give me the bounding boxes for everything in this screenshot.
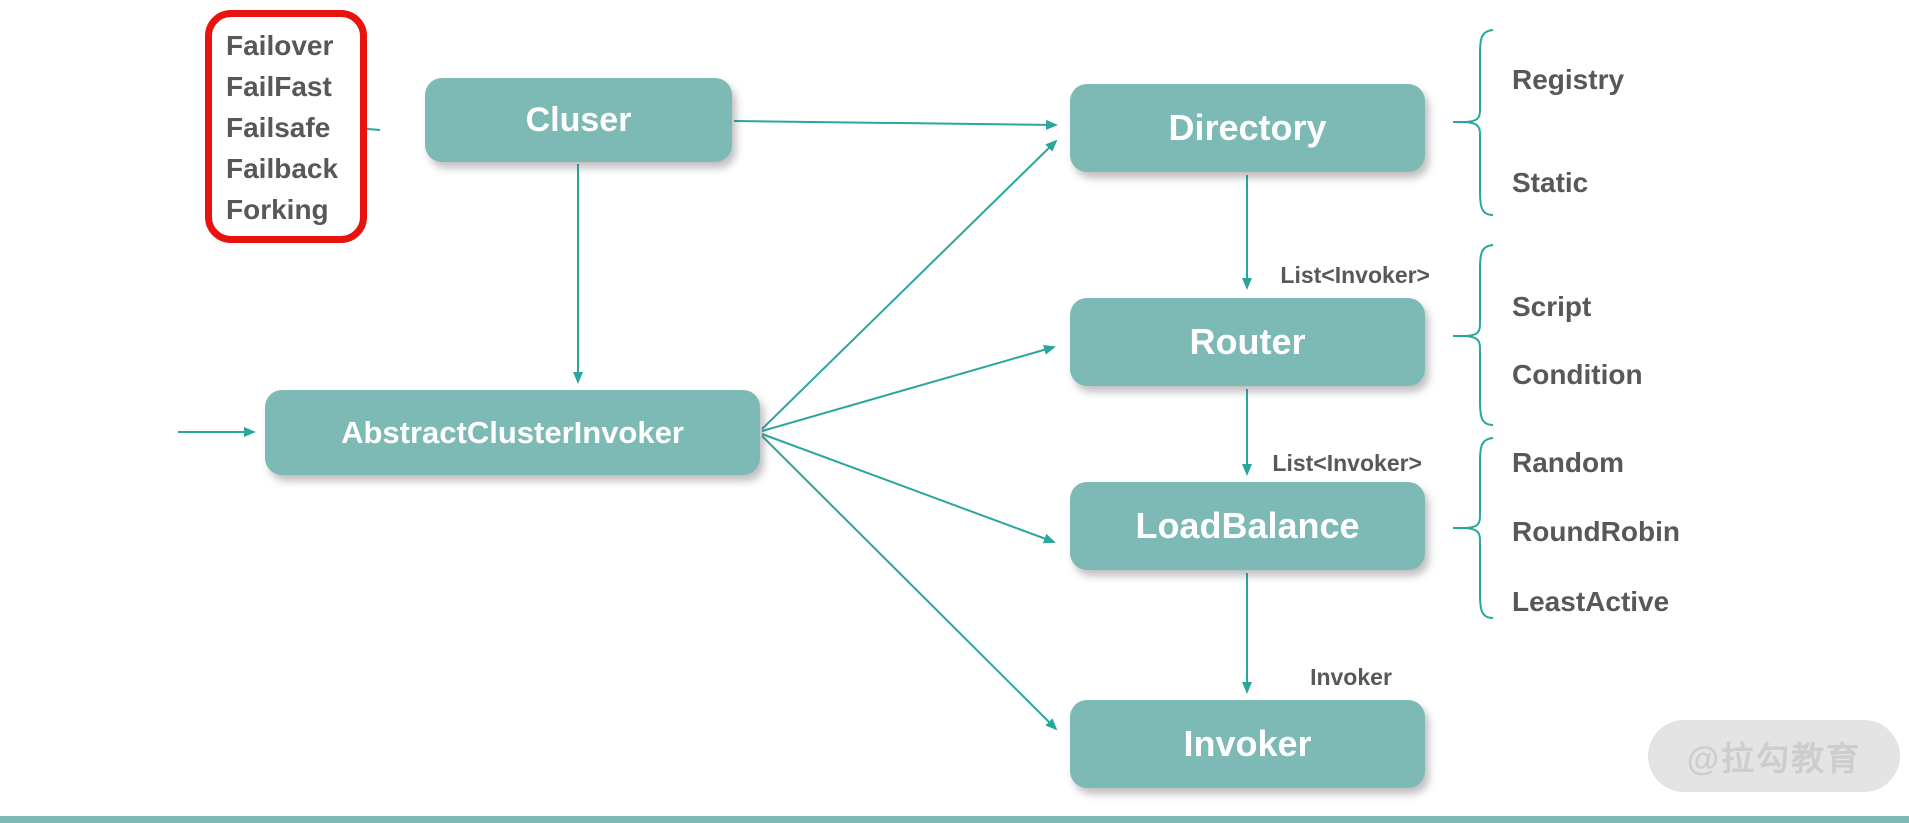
arrow-aci-to-loadbalance bbox=[761, 433, 1056, 544]
arrow-aci-to-directory bbox=[761, 139, 1058, 430]
router-type-script: Script bbox=[1512, 291, 1592, 322]
edge-label-router-to-load-balance: List<Invoker> bbox=[1272, 450, 1422, 476]
node-abstract-cluster-invoker: AbstractClusterInvoker bbox=[265, 390, 760, 475]
bottom-accent-bar bbox=[0, 816, 1909, 823]
strategy-item: Failover bbox=[226, 30, 334, 61]
node-load-balance: LoadBalance bbox=[1070, 482, 1425, 570]
node-invoker: Invoker bbox=[1070, 700, 1425, 788]
strategy-item: Forking bbox=[226, 194, 329, 225]
directory-type-static: Static bbox=[1512, 167, 1589, 198]
node-directory: Directory bbox=[1070, 84, 1425, 172]
node-cluster: Cluser bbox=[425, 78, 732, 162]
strategy-item: FailFast bbox=[226, 71, 332, 102]
arrow-cluster-to-directory bbox=[733, 119, 1058, 130]
arrow-aci-to-invoker bbox=[761, 435, 1058, 731]
strategy-item: Failback bbox=[226, 153, 339, 184]
edge-label-directory-to-router: List<Invoker> bbox=[1280, 262, 1430, 288]
directory-type-registry: Registry bbox=[1512, 64, 1625, 95]
loadbalance-type-random: Random bbox=[1512, 447, 1624, 478]
router-type-condition: Condition bbox=[1512, 359, 1643, 390]
cluster-strategies-list: Failover FailFast Failsafe Failback Fork… bbox=[205, 10, 367, 243]
watermark-badge: @拉勾教育 bbox=[1648, 720, 1900, 792]
loadbalance-types-brace bbox=[1453, 437, 1494, 619]
router-types-brace bbox=[1453, 244, 1494, 426]
strategy-item: Failsafe bbox=[226, 112, 331, 143]
arrow-aci-to-router bbox=[761, 344, 1056, 432]
directory-types-brace bbox=[1453, 29, 1494, 216]
edge-label-load-balance-to-invoker: Invoker bbox=[1310, 664, 1392, 690]
node-router: Router bbox=[1070, 298, 1425, 386]
loadbalance-type-roundrobin: RoundRobin bbox=[1512, 516, 1680, 547]
loadbalance-type-leastactive: LeastActive bbox=[1512, 586, 1670, 617]
